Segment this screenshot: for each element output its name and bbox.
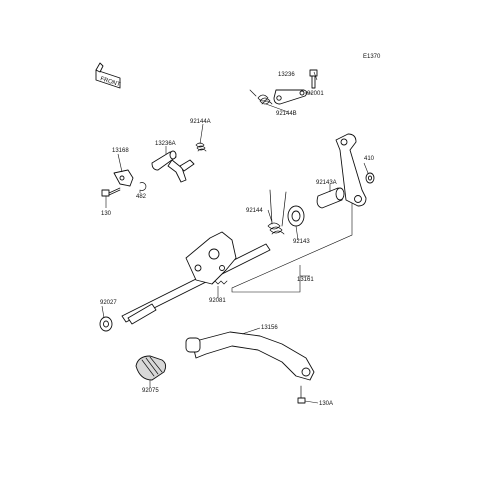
spring-92144A <box>195 142 207 152</box>
link-plate-13236 <box>273 89 308 105</box>
spring-92144B <box>249 89 273 105</box>
assembly-bracket-13161 <box>231 202 353 293</box>
shift-pedal-13156 <box>185 331 315 381</box>
shift-arm <box>335 133 367 207</box>
part-label-92143: 92143 <box>293 239 310 245</box>
rubber-92075 <box>135 355 167 381</box>
leader-lines <box>101 71 369 404</box>
part-label-410: 410 <box>364 156 375 162</box>
washer-92027 <box>99 316 113 332</box>
shift-shaft <box>121 231 271 325</box>
clip-482 <box>139 182 147 191</box>
bolt-130A <box>297 385 306 404</box>
spring-92144 <box>267 189 287 235</box>
shift-pawl-13236A <box>151 150 195 183</box>
part-label-130: 130 <box>101 211 112 217</box>
part-label-13236A: 13236A <box>155 141 176 147</box>
part-label-92144B: 92144B <box>276 111 297 117</box>
collar-92143 <box>287 205 305 227</box>
part-label-130A: 130A <box>319 401 333 407</box>
spring-92081 <box>211 280 228 285</box>
part-label-92143A: 92143A <box>316 180 337 186</box>
diagram-code: E1370 <box>363 54 381 60</box>
part-label-92001: 92001 <box>307 91 324 97</box>
part-label-92144A: 92144A <box>190 119 211 125</box>
part-label-482: 482 <box>136 194 147 200</box>
part-label-92075: 92075 <box>142 388 159 394</box>
part-label-92144: 92144 <box>246 208 263 214</box>
part-label-13236: 13236 <box>278 72 295 78</box>
collar-92143A <box>316 187 345 209</box>
part-label-13168: 13168 <box>112 148 129 154</box>
part-label-92027: 92027 <box>100 300 117 306</box>
front-arrow-icon: FRONT <box>95 62 121 89</box>
washer-410 <box>365 172 375 184</box>
bolt-92001 <box>309 69 318 89</box>
part-label-13156: 13156 <box>261 325 278 331</box>
lever-13168 <box>113 169 134 187</box>
bolt-130 <box>101 187 121 197</box>
part-label-92081: 92081 <box>209 298 226 304</box>
part-label-13161: 13161 <box>297 277 314 283</box>
